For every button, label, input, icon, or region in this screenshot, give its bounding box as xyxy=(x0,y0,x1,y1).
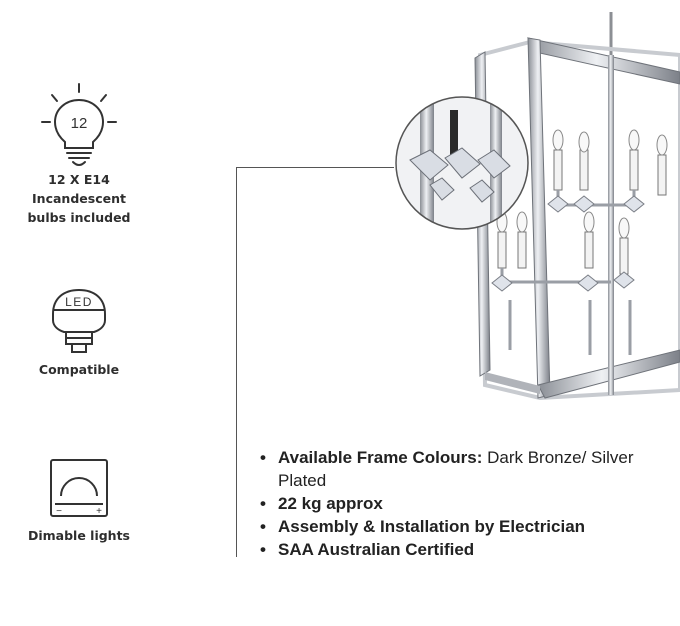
dim-caption: Dimable lights xyxy=(27,528,130,543)
dimmer-plus-sign: + xyxy=(96,506,102,517)
dimmer-minus-sign: − xyxy=(56,506,62,517)
callout-line-vertical xyxy=(236,167,237,557)
led-bulb-icon: LED xyxy=(8,282,150,360)
led-caption: Compatible xyxy=(38,362,120,377)
spec-label: 22 kg approx xyxy=(278,494,383,513)
bulb-caption-line1: 12 X E14 Incandescent xyxy=(32,172,126,206)
callout-line-horizontal xyxy=(236,167,394,168)
feature-led-compatible: LED Compatible xyxy=(8,282,150,379)
light-bulb-icon: 12 xyxy=(8,80,150,170)
bulb-caption-line2: bulbs included xyxy=(27,210,131,225)
spec-label: SAA Australian Certified xyxy=(278,540,475,559)
spec-item-frame-colours: Available Frame Colours: Dark Bronze/ Si… xyxy=(258,446,668,492)
led-badge-label: LED xyxy=(65,295,93,309)
spec-item-certification: SAA Australian Certified xyxy=(258,538,668,561)
spec-label: Assembly & Installation by Electrician xyxy=(278,517,586,536)
spec-label: Available Frame Colours: xyxy=(278,448,483,467)
bulb-count-label: 12 xyxy=(71,115,88,132)
spec-list: Available Frame Colours: Dark Bronze/ Si… xyxy=(258,446,668,561)
spec-item-weight: 22 kg approx xyxy=(258,492,668,515)
dimmer-icon: − + xyxy=(8,456,150,520)
feature-dimmable: − + Dimable lights xyxy=(8,456,150,545)
feature-bulbs-included: 12 12 X E14 Incandescent bulbs included xyxy=(8,80,150,227)
spec-item-installation: Assembly & Installation by Electrician xyxy=(258,515,668,538)
chandelier-image xyxy=(390,0,680,414)
spec-value: Dark Bronze/ Silver Plated xyxy=(278,448,634,490)
